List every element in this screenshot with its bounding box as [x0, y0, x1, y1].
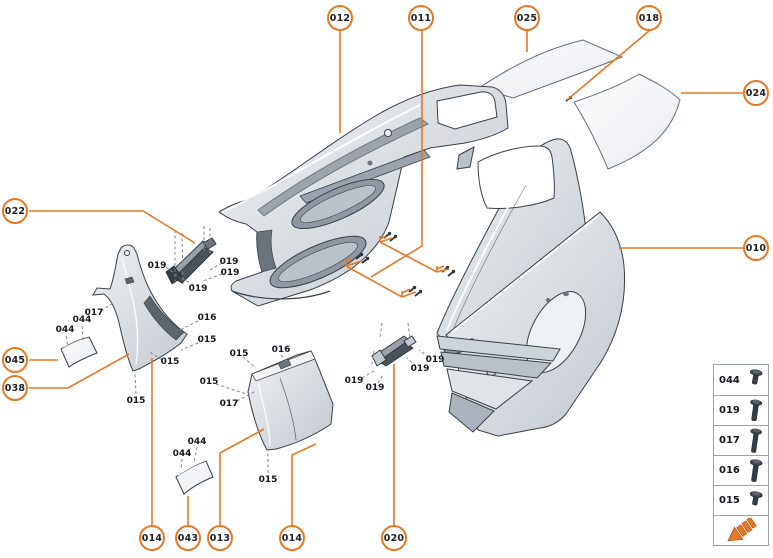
part-label-015: 015 [199, 377, 219, 387]
part-label-019: 019 [147, 261, 167, 271]
callout-013[interactable]: 013 [207, 525, 233, 551]
part-label-019: 019 [188, 284, 208, 294]
legend-table: 044 019 017 016 015 [713, 364, 769, 546]
part-label-017: 017 [84, 308, 104, 318]
legend-part-number: 019 [719, 405, 740, 416]
part-label-019: 019 [410, 364, 430, 374]
part-label-019: 019 [344, 376, 364, 386]
door-inner-panel [218, 84, 509, 307]
callout-045[interactable]: 045 [2, 347, 28, 373]
part-label-019: 019 [425, 355, 445, 365]
pad-043 [175, 459, 214, 495]
callout-018[interactable]: 018 [636, 5, 662, 31]
legend-row-016[interactable]: 016 [714, 455, 768, 485]
callout-label: 045 [4, 354, 26, 366]
screw-icon [749, 458, 763, 482]
pillar-trim-013 [247, 350, 334, 451]
callout-label: 014 [141, 532, 163, 544]
part-label-015: 015 [197, 335, 217, 345]
legend-row-044[interactable]: 044 [714, 365, 768, 395]
callout-011[interactable]: 011 [408, 5, 434, 31]
part-label-019: 019 [365, 383, 385, 393]
part-label-044: 044 [72, 315, 92, 325]
legend-nav-row[interactable] [714, 515, 768, 545]
screw-icon [749, 490, 763, 505]
callout-012[interactable]: 012 [327, 5, 353, 31]
callout-label: 043 [177, 532, 199, 544]
legend-part-number: 015 [719, 495, 740, 506]
callout-label: 012 [329, 12, 351, 24]
legend-part-number: 016 [719, 465, 740, 476]
callout-014-a[interactable]: 014 [139, 525, 165, 551]
part-label-016: 016 [197, 313, 217, 323]
prev-arrow-icon [726, 517, 757, 541]
part-label-044: 044 [172, 449, 192, 459]
legend-row-015[interactable]: 015 [714, 485, 768, 515]
part-label-015: 015 [126, 396, 146, 406]
bracket-022 [165, 237, 217, 285]
part-label-019: 019 [220, 268, 240, 278]
callout-010[interactable]: 010 [743, 235, 769, 261]
callout-leader-lines [29, 30, 743, 525]
part-label-044: 044 [55, 325, 75, 335]
part-label-016: 016 [271, 345, 291, 355]
part-label-015: 015 [160, 357, 180, 367]
callout-label: 022 [4, 205, 26, 217]
callout-label: 013 [209, 532, 231, 544]
callout-label: 014 [281, 532, 303, 544]
callout-022[interactable]: 022 [2, 198, 28, 224]
dashed-leader-lines [65, 226, 430, 473]
screw-icon [750, 399, 763, 421]
pad-045 [60, 335, 98, 368]
bracket-020 [371, 335, 417, 367]
callout-025[interactable]: 025 [514, 5, 540, 31]
callout-label: 024 [745, 87, 767, 99]
callout-label: 025 [516, 12, 538, 24]
legend-row-019[interactable]: 019 [714, 395, 768, 425]
screw-icon [750, 428, 762, 453]
part-label-019: 019 [219, 257, 239, 267]
part-label-017: 017 [219, 399, 239, 409]
part-label-015: 015 [229, 349, 249, 359]
door-sill-stack [436, 335, 561, 433]
callout-label: 018 [638, 12, 660, 24]
callout-020[interactable]: 020 [381, 525, 407, 551]
window-glass-rear [573, 73, 681, 170]
screw-icon [749, 369, 763, 385]
window-glass-front [477, 39, 624, 99]
legend-part-number: 044 [719, 374, 740, 386]
callout-label: 020 [383, 532, 405, 544]
pillar-trim-038 [92, 244, 188, 372]
callout-label: 011 [410, 12, 432, 24]
callout-label: 038 [4, 382, 26, 394]
legend-part-number: 017 [719, 435, 740, 446]
callout-038[interactable]: 038 [2, 375, 28, 401]
callout-014-b[interactable]: 014 [279, 525, 305, 551]
part-label-044: 044 [187, 437, 207, 447]
callout-043[interactable]: 043 [175, 525, 201, 551]
callout-label: 010 [745, 242, 767, 254]
part-label-015: 015 [258, 475, 278, 485]
legend-row-017[interactable]: 017 [714, 425, 768, 455]
callout-024[interactable]: 024 [743, 80, 769, 106]
